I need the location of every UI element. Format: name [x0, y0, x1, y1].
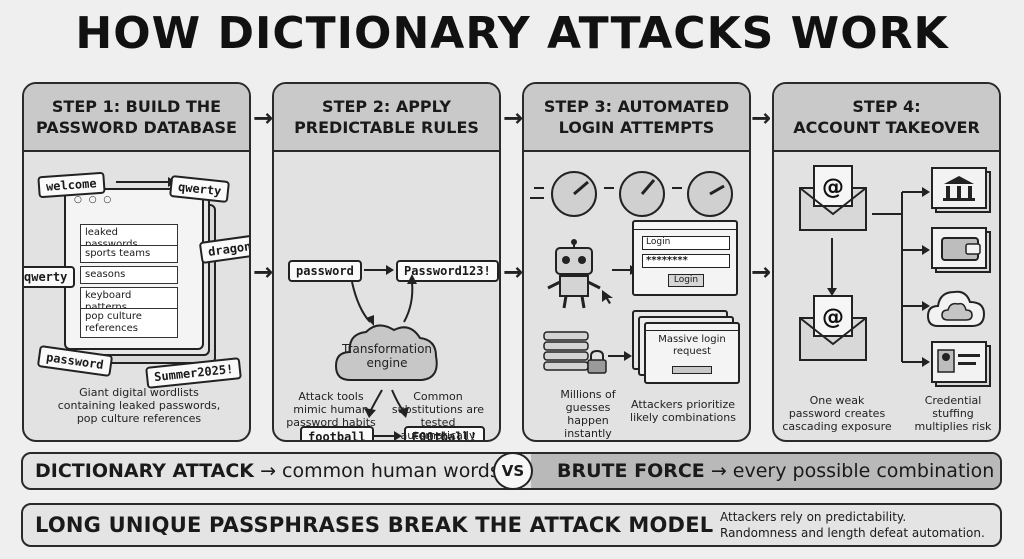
envelope-icon: @	[799, 165, 867, 231]
speedometer-icon	[672, 171, 733, 217]
database-icon	[543, 331, 589, 371]
step-arrow-icon: →	[503, 258, 524, 286]
footer-headline: LONG UNIQUE PASSPHRASES BREAK THE ATTACK…	[35, 513, 714, 537]
arrow-icon	[364, 265, 394, 275]
arrow-icon	[372, 431, 402, 440]
word-tag: qwerty	[24, 266, 76, 288]
wordlist-window: ○ ○ ○ leaked passwords sports teams seas…	[64, 188, 204, 350]
step-arrow-icon: →	[253, 258, 274, 286]
login-window: Login ******** Login	[632, 220, 738, 296]
step-2-caption-left: Attack tools mimic human password habits	[286, 390, 376, 429]
dictionary-attack-desc: → common human words	[260, 460, 500, 482]
brute-force-half	[531, 454, 1000, 488]
step-4-caption-left: One weak password creates cascading expo…	[782, 394, 892, 433]
step-arrow-icon: →	[503, 104, 524, 132]
footer-note-line-1: Attackers rely on predictability.	[720, 510, 907, 524]
login-button[interactable]: Login	[668, 274, 704, 287]
cloud-icon	[926, 290, 986, 327]
step-1-heading: STEP 1: BUILD THE PASSWORD DATABASE	[24, 84, 249, 152]
speedometer-icon	[530, 171, 597, 217]
request-window: Massive login request	[644, 322, 740, 384]
cursor-icon	[602, 290, 613, 304]
footer-note: Attackers rely on predictability. Random…	[720, 509, 985, 541]
cloud-engine-icon	[334, 324, 438, 381]
comparison-bar: DICTIONARY ATTACK → common human words V…	[21, 452, 1002, 490]
id-card-icon	[931, 341, 991, 387]
lock-icon	[587, 349, 607, 374]
input-word-tag: football	[300, 426, 374, 440]
step-4-panel: STEP 4: ACCOUNT TAKEOVER @ @	[772, 82, 1001, 442]
input-word-tag: password	[288, 260, 362, 282]
brute-force-text: BRUTE FORCE → every possible combination	[557, 460, 994, 482]
arrow-icon	[116, 177, 176, 187]
speedometer-icons	[530, 171, 733, 217]
svg-text:@: @	[822, 305, 844, 330]
step-2-caption-right: Common substitutions are tested automati…	[391, 390, 485, 442]
page-title: HOW DICTIONARY ATTACKS WORK	[75, 8, 949, 59]
step-2-heading: STEP 2: APPLY PREDICTABLE RULES	[274, 84, 499, 152]
word-tag: welcome	[37, 171, 106, 199]
svg-text:@: @	[822, 175, 844, 200]
step-arrow-icon: →	[751, 104, 772, 132]
list-item: seasons	[80, 266, 178, 284]
footer-note-line-2: Randomness and length defeat automation.	[720, 526, 985, 540]
window-dots-icon: ○ ○ ○	[74, 195, 114, 205]
robot-icon	[547, 239, 601, 309]
wallet-icon	[931, 227, 991, 273]
step-1-panel: STEP 1: BUILD THE PASSWORD DATABASE ○ ○ …	[22, 82, 251, 442]
step-3-panel: STEP 3: AUTOMATED LOGIN ATTEMPTS	[522, 82, 751, 442]
brute-force-label: BRUTE FORCE	[557, 460, 705, 482]
step-3-caption-left: Millions of guesses happen instantly	[560, 388, 616, 440]
branch-arrows-icon	[872, 187, 930, 367]
envelope-icon: @	[799, 295, 867, 361]
speedometer-icon	[604, 171, 665, 217]
dictionary-attack-text: DICTIONARY ATTACK → common human words	[35, 460, 500, 482]
progress-bar	[672, 366, 712, 374]
vs-badge: VS	[493, 452, 533, 490]
bank-icon	[931, 167, 991, 213]
step-arrow-icon: →	[253, 104, 274, 132]
brute-force-desc: → every possible combination	[710, 460, 995, 482]
engine-label: Transformation engine	[341, 342, 433, 370]
list-item: sports teams	[80, 245, 178, 263]
output-word-tag: Password123!	[396, 260, 499, 282]
arrow-icon	[608, 351, 632, 361]
step-arrow-icon: →	[751, 258, 772, 286]
output-word-tag: F00tball!	[404, 426, 486, 440]
massive-request-label: Massive login request	[658, 334, 726, 357]
step-4-heading: STEP 4: ACCOUNT TAKEOVER	[774, 84, 999, 152]
step-4-caption-right: Credential stuffing multiplies risk	[914, 394, 992, 433]
step-3-heading: STEP 3: AUTOMATED LOGIN ATTEMPTS	[524, 84, 749, 152]
password-field[interactable]: ********	[642, 254, 730, 268]
dictionary-attack-label: DICTIONARY ATTACK	[35, 460, 255, 482]
flow-arrows-icon	[351, 274, 417, 418]
step-1-caption: Giant digital wordlists containing leake…	[57, 386, 221, 425]
list-item: pop culture references	[80, 308, 178, 338]
arrow-down-icon	[827, 238, 837, 296]
login-field[interactable]: Login	[642, 236, 730, 250]
step-2-panel: STEP 2: APPLY PREDICTABLE RULES password…	[272, 82, 501, 442]
footer-bar: LONG UNIQUE PASSPHRASES BREAK THE ATTACK…	[21, 503, 1002, 547]
step-3-caption-right: Attackers prioritize likely combinations	[630, 398, 736, 424]
